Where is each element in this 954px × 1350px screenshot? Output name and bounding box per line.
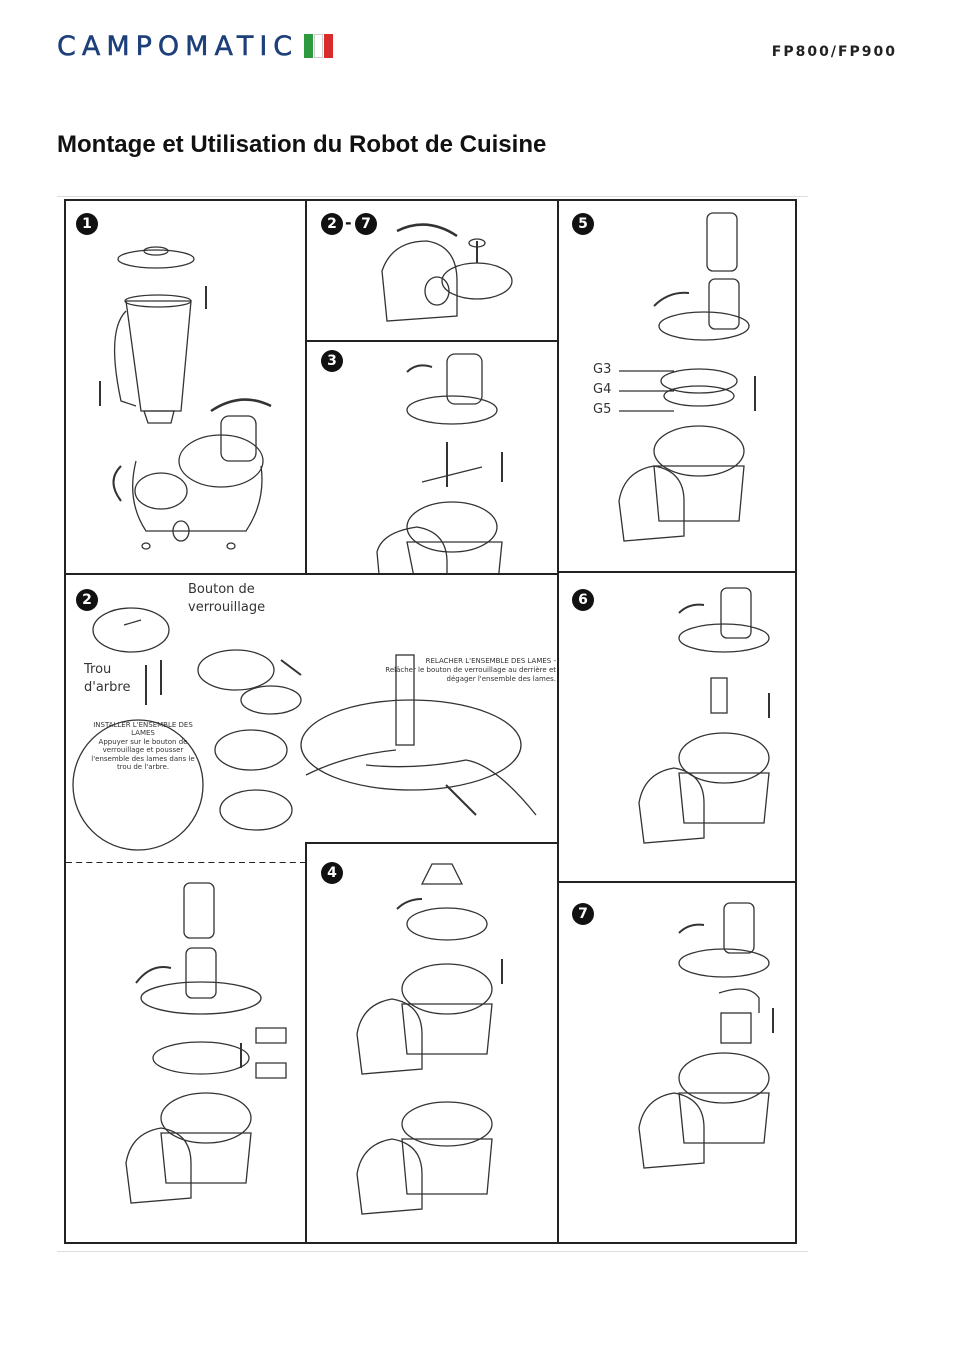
bottom-divider xyxy=(57,1251,808,1252)
blender-assembly-illustration xyxy=(99,246,272,550)
model-number: FP800/FP900 xyxy=(771,44,897,60)
trou-label-line2: d'arbre xyxy=(84,680,131,695)
step-7-badge: 7 xyxy=(572,903,594,925)
step-6-badge: 6 xyxy=(572,589,594,611)
panel-step-1: 1 xyxy=(64,199,307,575)
relacher-text: Relâcher le bouton de verrouillage au de… xyxy=(385,665,556,683)
installer-instruction: INSTALLER L'ENSEMBLE DES LAMES Appuyer s… xyxy=(84,721,202,771)
step-3-badge: 3 xyxy=(321,350,343,372)
label-g3: G3 xyxy=(593,362,612,377)
citrus-press-illustration xyxy=(356,863,503,1215)
installer-text: Appuyer sur le bouton de verrouillage et… xyxy=(91,737,195,771)
label-g4: G4 xyxy=(593,382,612,397)
top-divider xyxy=(57,196,808,197)
panel-step-2-7: 2 - 7 xyxy=(305,199,559,342)
julienne-disc-illustration xyxy=(125,882,287,1204)
relacher-instruction: RELACHER L'ENSEMBLE DES LAMES - Relâcher… xyxy=(384,657,556,683)
label-g5: G5 xyxy=(593,402,612,417)
bouton-label-line1: Bouton de xyxy=(188,582,255,597)
slicing-disc-illustration xyxy=(638,587,770,844)
brand-logo: CAMPOMATIC xyxy=(57,30,334,62)
panel-step-6: 6 xyxy=(557,571,797,883)
italian-flag-icon xyxy=(304,34,334,58)
panel-step-4: 4 xyxy=(305,842,559,1244)
bouton-label-line2: verrouillage xyxy=(188,600,266,615)
relacher-title: RELACHER L'ENSEMBLE DES LAMES - xyxy=(425,657,556,665)
brand-name: CAMPOMATIC xyxy=(57,30,299,62)
panel-step-5: 5 G3 G4 G5 xyxy=(557,199,797,573)
page-title: Montage et Utilisation du Robot de Cuisi… xyxy=(57,131,547,158)
step-2-blades-badge: 2 xyxy=(76,589,98,611)
grating-disc-illustration xyxy=(618,212,756,542)
trou-label-line1: Trou xyxy=(84,662,112,677)
step-5-badge: 5 xyxy=(572,213,594,235)
whisk-attachment-illustration xyxy=(638,902,774,1169)
base-and-disc-illustration xyxy=(381,223,513,322)
panel-step-7: 7 xyxy=(557,881,797,1244)
step-7-badge: 7 xyxy=(355,213,377,235)
step-2-badge: 2 xyxy=(321,213,343,235)
step-range-separator: - xyxy=(345,213,352,232)
panel-step-2-blades: 2 Bouton de verrouillage Trou d'arbre IN… xyxy=(64,573,560,863)
step-1-badge: 1 xyxy=(76,213,98,235)
installer-title: INSTALLER L'ENSEMBLE DES LAMES xyxy=(93,721,193,738)
step-4-badge: 4 xyxy=(321,862,343,884)
panel-step-2-continued xyxy=(64,863,307,1244)
blade-assembly-illustration xyxy=(72,607,537,851)
